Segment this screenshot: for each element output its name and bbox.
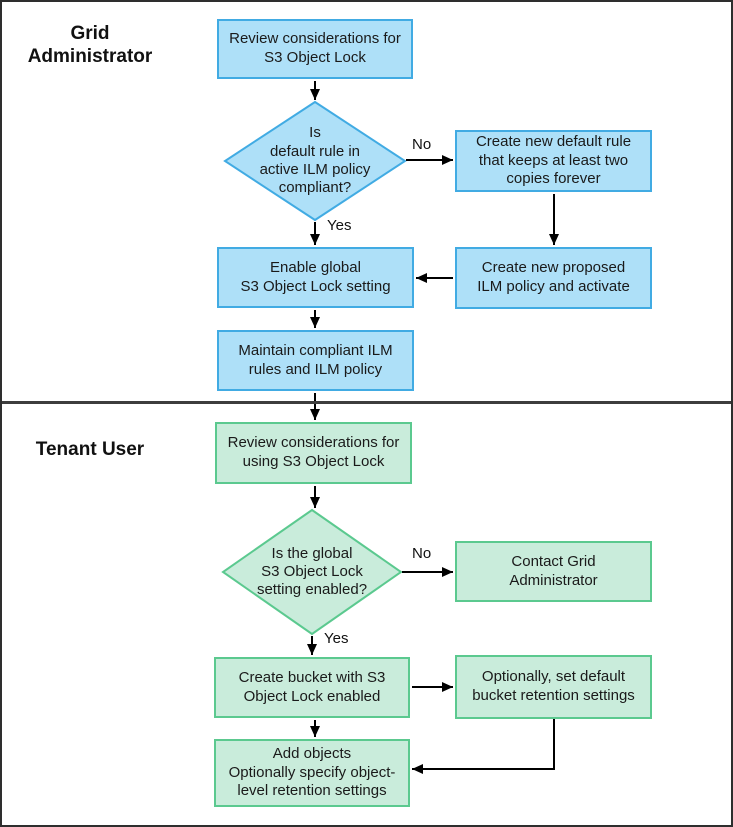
node-create-bucket: Create bucket with S3 Object Lock enable… [214, 657, 410, 718]
edge-label-yes-bottom: Yes [324, 630, 349, 647]
node-review-considerations-tenant: Review considerations for using S3 Objec… [215, 422, 412, 484]
node-enable-global-setting: Enable global S3 Object Lock setting [217, 247, 414, 308]
decision-compliant-label: Is default rule in active ILM policy com… [259, 124, 371, 197]
node-create-proposed-policy: Create new proposed ILM policy and activ… [455, 247, 652, 309]
node-create-default-rule: Create new default rule that keeps at le… [455, 130, 652, 192]
decision-enabled-label: Is the global S3 Object Lock setting ena… [256, 544, 368, 599]
decision-compliant-shape [223, 100, 407, 222]
decision-enabled-shape [221, 508, 403, 636]
edge-label-no-bottom: No [412, 545, 432, 562]
node-add-objects: Add objects Optionally specify object- l… [214, 739, 410, 807]
edge-label-yes-top: Yes [327, 217, 352, 234]
node-maintain-compliant-ilm: Maintain compliant ILM rules and ILM pol… [217, 330, 414, 391]
node-contact-grid-administrator: Contact Grid Administrator [455, 541, 652, 602]
section-label-tenant-user: Tenant User [35, 439, 145, 460]
node-set-default-retention: Optionally, set default bucket retention… [455, 655, 652, 719]
node-review-considerations-grid: Review considerations for S3 Object Lock [217, 19, 413, 79]
section-divider [2, 401, 731, 404]
edge-label-no-top: No [412, 136, 432, 153]
section-label-grid-administrator: Grid Administrator [27, 23, 153, 67]
